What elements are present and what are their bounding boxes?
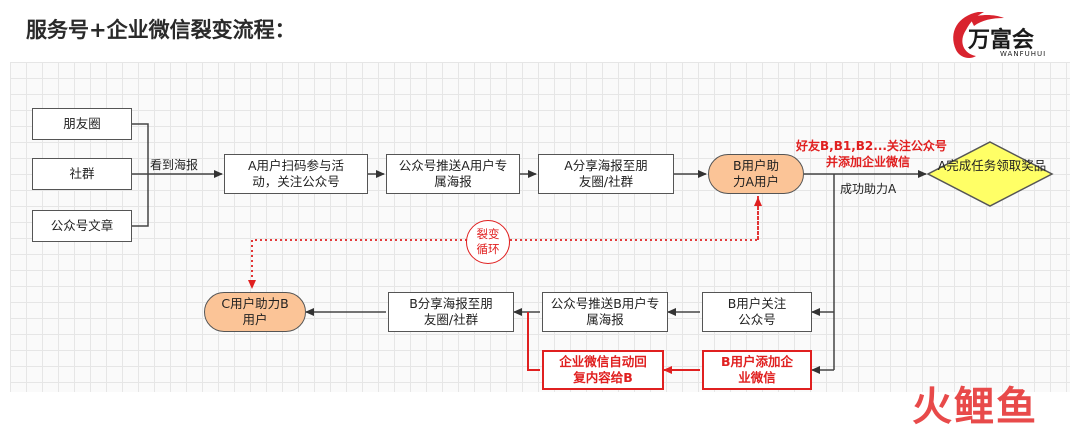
source-community: 社群 xyxy=(32,158,132,190)
arrow-auto-reply-to-share xyxy=(527,312,540,371)
step-b-help: B用户助力A用户 xyxy=(708,154,804,194)
page-title: 服务号+企业微信裂变流程： xyxy=(26,18,296,42)
diagram-canvas xyxy=(10,62,1070,392)
step-push-a: 公众号推送A用户专属海报 xyxy=(386,154,520,194)
label-help-success: 成功助力A xyxy=(840,182,897,196)
fission-circle: 裂变循环 xyxy=(466,220,510,264)
fission-label-2: 循环 xyxy=(476,242,500,256)
step-b-add-wx: B用户添加企业微信 xyxy=(702,350,812,390)
logo-swoosh-icon xyxy=(953,12,1004,58)
step-share-a: A分享海报至朋友圈/社群 xyxy=(538,154,674,194)
step-c-help: C用户助力B用户 xyxy=(204,292,306,332)
watermark: 火鲤鱼 xyxy=(912,384,1038,430)
label-friends-follow-1: 好友B,B1,B2...关注公众号 xyxy=(796,139,947,153)
step-b-follow: B用户关注公众号 xyxy=(702,292,812,332)
logo-name: 万富会 xyxy=(968,27,1035,53)
label-see-poster: 看到海报 xyxy=(150,158,199,172)
step-push-b: 公众号推送B用户专属海报 xyxy=(542,292,668,332)
source-bracket xyxy=(132,123,149,227)
label-friends-follow-2: 并添加企业微信 xyxy=(826,155,911,169)
fission-label-1: 裂变 xyxy=(476,227,500,241)
logo-subtitle: WANFUHUI xyxy=(1000,50,1047,58)
step-share-b: B分享海报至朋友圈/社群 xyxy=(388,292,514,332)
step-a-done: A完成任务领取奖品 xyxy=(937,158,1047,173)
source-article: 公众号文章 xyxy=(32,210,132,242)
step-scan: A用户扫码参与活动，关注公众号 xyxy=(224,154,368,194)
source-moments: 朋友圈 xyxy=(32,108,132,140)
step-auto-reply: 企业微信自动回复内容给B xyxy=(542,350,664,390)
diamond-shape xyxy=(926,141,1054,207)
